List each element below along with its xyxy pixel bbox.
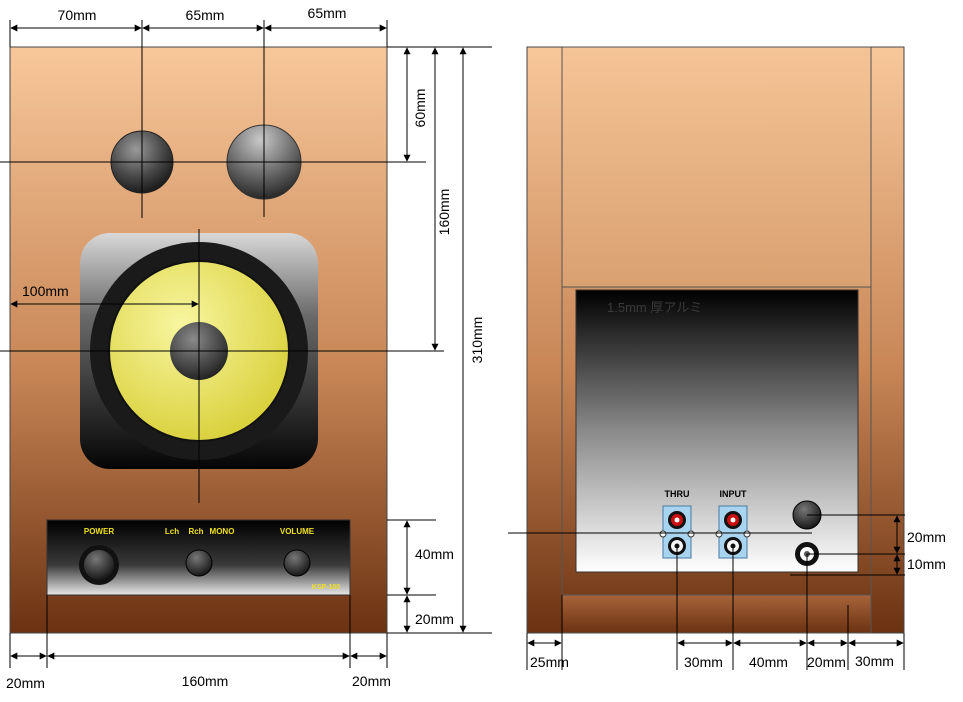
dim-jack-gap-10: 10mm (907, 556, 946, 572)
dim-top-right: 65mm (308, 5, 347, 21)
thru-right-hole (687, 530, 695, 538)
channel-knob[interactable] (185, 549, 213, 577)
dim-total-height: 310mm (469, 317, 485, 364)
power-label: POWER (84, 527, 114, 536)
dim-rear-30b: 30mm (855, 653, 894, 669)
input-left-hole (715, 530, 723, 538)
dim-bottom-left: 20mm (6, 675, 45, 691)
mono-label: MONO (210, 527, 235, 536)
thru-left-hole (659, 530, 667, 538)
dim-woofer-offset: 100mm (22, 283, 69, 299)
dim-top-left: 70mm (58, 7, 97, 23)
dim-rear-30a: 30mm (684, 654, 723, 670)
plate-label: 1.5mm 厚アルミ (607, 300, 702, 315)
dim-bottom-right: 20mm (352, 673, 391, 689)
rear-center-lines (508, 514, 905, 670)
front-view: POWER Lch Rch MONO VOLUME KSP-100 (0, 5, 492, 691)
input-label: INPUT (720, 489, 748, 499)
dim-panel-bottom: 20mm (415, 611, 454, 627)
dim-woofer-height: 160mm (436, 189, 452, 236)
dim-tweeter-height: 60mm (412, 89, 428, 128)
lch-label: Lch (165, 527, 179, 536)
aluminum-plate (575, 289, 859, 573)
volume-label: VOLUME (280, 527, 315, 536)
rear-top-section (561, 46, 872, 288)
dim-bottom-mid: 160mm (182, 673, 229, 689)
dim-rear-25: 25mm (530, 654, 569, 670)
rear-dimension-arrows (527, 515, 904, 647)
thru-label: THRU (665, 489, 690, 499)
model-label: KSP-100 (312, 584, 341, 591)
dim-rear-40: 40mm (749, 654, 788, 670)
dim-jack-gap-20: 20mm (907, 529, 946, 545)
dim-panel-height: 40mm (415, 546, 454, 562)
rear-view: 1.5mm 厚アルミ THRU INPUT (508, 46, 946, 670)
input-right-hole (743, 530, 751, 538)
volume-knob[interactable] (283, 549, 311, 577)
dim-rear-20: 20mm (807, 654, 846, 670)
dim-top-mid: 65mm (186, 7, 225, 23)
rch-label: Rch (188, 527, 203, 536)
front-center-lines (0, 20, 492, 668)
power-knob-cap (84, 550, 114, 580)
front-dimension-arrows (10, 24, 467, 660)
rear-bottom-section (561, 594, 872, 634)
